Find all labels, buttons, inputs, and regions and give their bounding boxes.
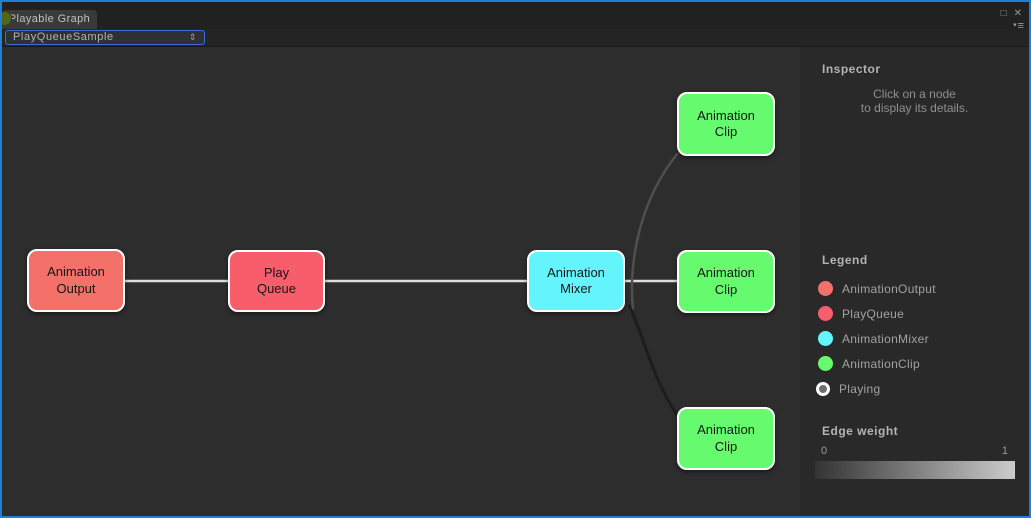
edge-mixer-clip-bottom [627, 304, 679, 416]
close-icon[interactable]: ✕ [1013, 8, 1022, 19]
chevron-down-icon: ▾ [1013, 22, 1017, 29]
inspector-sidebar: Inspector Click on a node to display its… [800, 47, 1029, 516]
legend-item-animation-output: AnimationOutput [800, 276, 1029, 301]
play-queue-dot-icon [818, 306, 833, 321]
legend-label: Playing [839, 381, 881, 396]
node-animation-clip-middle[interactable]: Animation Clip [677, 250, 775, 313]
green-status-icon [2, 11, 12, 26]
inspector-hint: Click on a node to display its details. [860, 87, 969, 115]
edge-weight-min: 0 [821, 445, 828, 457]
legend-item-animation-clip: AnimationClip [800, 351, 1029, 376]
legend-item-playing: Playing [800, 376, 1029, 401]
node-animation-clip-bottom[interactable]: Animation Clip [677, 407, 775, 470]
node-animation-output[interactable]: Animation Output [27, 249, 125, 312]
maximize-icon[interactable]: □ [1000, 8, 1007, 19]
panel-menu-button[interactable]: ▾≡ [1013, 20, 1024, 32]
dropdown-arrows-icon: ⇕ [188, 32, 197, 42]
node-animation-clip-top[interactable]: Animation Clip [677, 92, 775, 156]
inspector-title: Inspector [822, 62, 881, 76]
legend-label: AnimationClip [842, 356, 920, 371]
legend-item-animation-mixer: AnimationMixer [800, 326, 1029, 351]
edges-layer [125, 152, 679, 416]
tab-playable-graph[interactable]: Playable Graph [2, 10, 97, 29]
legend-section: Legend AnimationOutput PlayQueue Animati… [800, 253, 1029, 401]
animation-clip-dot-icon [818, 356, 833, 371]
edge-weight-section: Edge weight 0 1 [815, 424, 1015, 479]
legend-title: Legend [822, 253, 868, 267]
graph-selector-value: PlayQueueSample [13, 31, 114, 43]
inspector-section: Inspector Click on a node to display its… [800, 62, 1029, 116]
animation-output-dot-icon [818, 281, 833, 296]
graph-canvas[interactable]: Animation Output Play Queue Animation Mi… [2, 47, 800, 516]
toolbar: PlayQueueSample ⇕ [2, 29, 1029, 47]
edge-weight-title: Edge weight [822, 424, 899, 438]
legend-label: PlayQueue [842, 306, 905, 321]
edge-weight-gradient [815, 461, 1015, 479]
edge-weight-scale: 0 1 [815, 445, 1015, 457]
legend-label: AnimationMixer [842, 331, 929, 346]
hamburger-icon: ≡ [1017, 20, 1024, 32]
node-animation-mixer[interactable]: Animation Mixer [527, 250, 625, 312]
playing-dot-icon [816, 381, 830, 396]
node-play-queue[interactable]: Play Queue [228, 250, 325, 312]
animation-mixer-dot-icon [818, 331, 833, 346]
edge-weight-max: 1 [1001, 445, 1008, 457]
legend-item-play-queue: PlayQueue [800, 301, 1029, 326]
window-controls: □ ✕ [1001, 8, 1022, 19]
tab-bar: Playable Graph □ ✕ ▾≡ [2, 2, 1029, 32]
graph-selector-dropdown[interactable]: PlayQueueSample ⇕ [5, 30, 205, 45]
legend-label: AnimationOutput [842, 281, 936, 296]
edge-mixer-clip-top [630, 152, 679, 311]
